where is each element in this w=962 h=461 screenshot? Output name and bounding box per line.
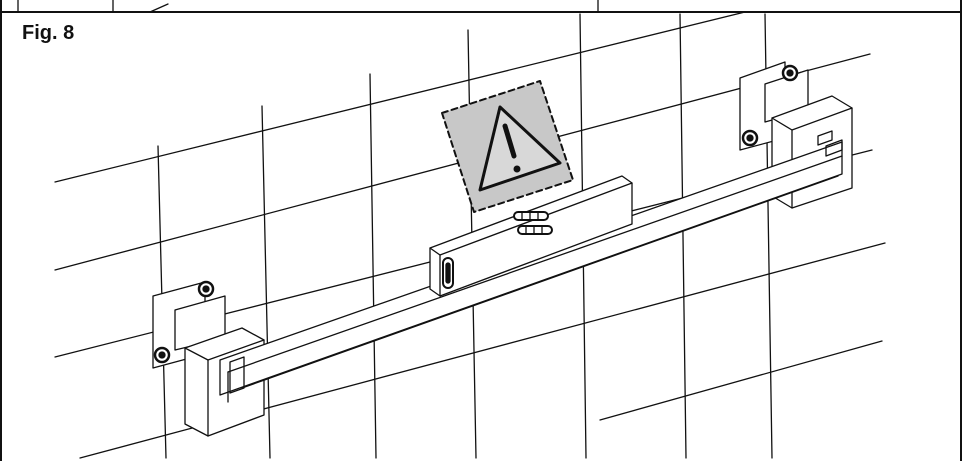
sensor-unit	[429, 175, 633, 297]
adjustment-screw-icon	[517, 225, 553, 235]
light-bar	[219, 139, 843, 403]
adjustment-screw-icon	[513, 211, 549, 221]
warning-callout	[441, 80, 574, 213]
figure-label: Fig. 8	[22, 22, 75, 44]
warning-triangle-icon	[478, 105, 562, 192]
